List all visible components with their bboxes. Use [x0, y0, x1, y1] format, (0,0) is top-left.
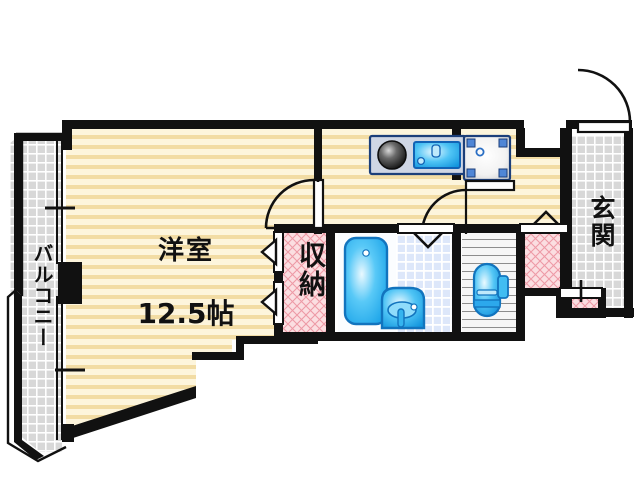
balcony-outline [6, 132, 67, 463]
stove-burner-icon [377, 140, 407, 170]
balcony-door-jamb [58, 262, 82, 304]
balcony-wall-stub [62, 128, 72, 150]
balcony-sliding-doors[interactable] [45, 141, 85, 440]
kitchen-counter [368, 134, 468, 176]
entrance-door[interactable] [576, 68, 632, 134]
vanity-basin-icon [380, 286, 426, 330]
bath-door[interactable] [397, 223, 455, 249]
shoe-cabinet[interactable] [559, 280, 603, 302]
closet-door-lower[interactable] [260, 281, 284, 325]
toilet-icon [472, 262, 509, 318]
bathtub-icon [343, 236, 389, 326]
main-room-floor [66, 128, 318, 434]
balcony-wall-stub-lower [62, 424, 74, 442]
closet-door-upper[interactable] [260, 231, 284, 273]
closet-floor [282, 232, 330, 336]
washing-machine-pan-icon [462, 134, 512, 182]
entry-hall-door[interactable] [519, 210, 569, 234]
